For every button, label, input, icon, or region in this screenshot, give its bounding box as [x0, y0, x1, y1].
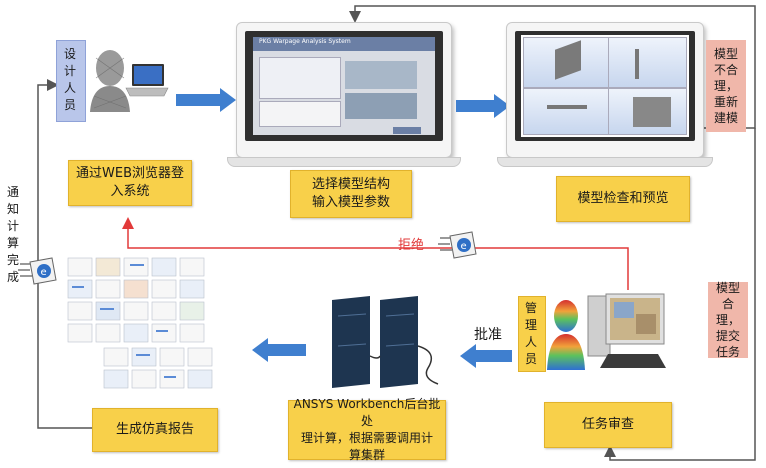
select-model-box: 选择模型结构 输入模型参数	[290, 170, 412, 218]
manager-label-box	[518, 296, 546, 372]
workstation-icon	[586, 292, 668, 374]
ansys-text-3: 算集群	[348, 448, 385, 462]
flow-arrow-4	[460, 344, 512, 368]
review-box: 任务审查	[544, 402, 672, 448]
login-text: 通过WEB浏览器登入系统	[76, 166, 184, 199]
select-model-text-2: 输入模型参数	[311, 195, 390, 210]
model-select-screen: PKG Warpage Analysis System	[227, 22, 461, 167]
svg-text:e: e	[41, 267, 47, 278]
flow-arrow-2	[456, 94, 510, 118]
flow-arrow-1	[176, 88, 236, 112]
model-check-window	[515, 31, 695, 141]
model-check-screen	[497, 22, 713, 167]
model-unreasonable-box: 模型不合理，重新建模	[706, 40, 746, 132]
notify-mail-icon: e	[18, 254, 58, 294]
report-box: 生成仿真报告	[92, 408, 218, 452]
notify-label: 通知计算完成	[6, 185, 19, 284]
loop-line-bottom	[604, 128, 756, 461]
model-reasonable-text: 模型合理，提交任务	[715, 281, 740, 359]
reject-mail-icon: e	[438, 228, 478, 268]
loop-line-left	[37, 79, 92, 429]
check-preview-text: 模型检查和预览	[577, 191, 669, 206]
login-box: 通过WEB浏览器登入系统	[68, 160, 192, 206]
select-model-text-1: 选择模型结构	[311, 177, 390, 192]
report-thumbnails-image	[64, 256, 220, 396]
designer-label-box	[56, 40, 86, 122]
manager-label: 管理人员	[524, 301, 537, 366]
approve-label: 批准	[474, 327, 502, 343]
review-text: 任务审查	[581, 417, 634, 432]
server-cluster-icon	[326, 296, 446, 388]
svg-text:e: e	[461, 241, 467, 252]
laptop-icon	[124, 62, 170, 100]
manager-avatar-icon	[546, 298, 586, 370]
app-title: PKG Warpage Analysis System	[259, 38, 351, 45]
check-preview-box: 模型检查和预览	[556, 176, 690, 222]
ansys-box: ANSYS Workbench后台批处 理计算，根据需要调用计 算集群	[288, 397, 446, 462]
designer-avatar-icon	[88, 48, 132, 112]
model-unreasonable-text: 模型不合理，重新建模	[713, 47, 738, 125]
reject-line	[122, 217, 629, 290]
model-select-window: PKG Warpage Analysis System	[245, 31, 443, 141]
ansys-text-1: ANSYS Workbench后台批处	[293, 397, 441, 428]
ansys-text-2: 理计算，根据需要调用计	[300, 431, 433, 445]
reject-label: 拒绝	[398, 238, 425, 253]
report-text: 生成仿真报告	[115, 422, 194, 437]
flow-arrow-3	[252, 338, 306, 362]
designer-label: 设计人员	[63, 47, 76, 112]
model-reasonable-box: 模型合理，提交任务	[708, 281, 748, 359]
